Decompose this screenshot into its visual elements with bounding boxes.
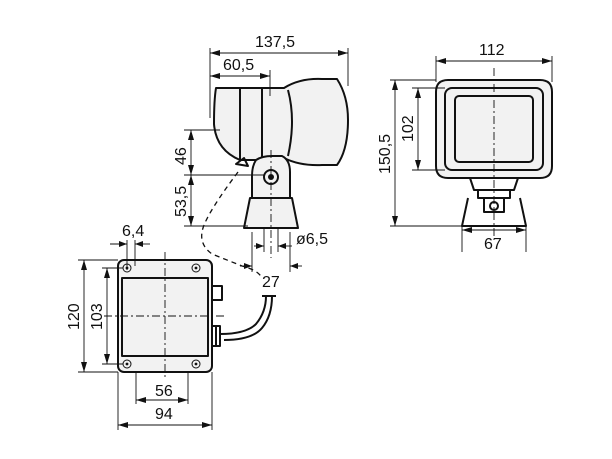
control-box-view [104, 252, 276, 380]
dim-box-total-height: 120 [66, 303, 83, 330]
dim-box-hole-offset: 6,4 [122, 223, 144, 240]
dim-box-total-width: 94 [155, 406, 173, 423]
side-lamp-housing [213, 77, 349, 167]
dim-mount-offset: 27 [262, 274, 280, 291]
box-cable [219, 295, 267, 335]
dim-front-lens-height: 102 [400, 115, 417, 142]
side-cable-path [201, 171, 263, 279]
dim-side-head-length: 60,5 [223, 57, 254, 74]
dim-box-hole-spacing-h: 56 [155, 383, 173, 400]
dim-front-base-width: 67 [484, 236, 502, 253]
side-base [243, 197, 299, 229]
front-dimensions: 112 102 150,5 67 [377, 42, 553, 253]
dim-side-lower-height: 53,5 [173, 186, 190, 217]
dim-mount-hole-diameter: ø6,5 [296, 231, 328, 248]
dim-side-total-length: 137,5 [255, 34, 295, 51]
dim-side-upper-height: 46 [173, 147, 190, 165]
box-dimensions: 6,4 120 103 56 94 [66, 223, 213, 430]
side-view [201, 77, 349, 279]
dim-box-hole-spacing-v: 103 [89, 303, 106, 330]
front-view [435, 68, 553, 240]
side-dimensions: 137,5 60,5 46 53,5 ø6,5 27 [173, 34, 349, 291]
dim-front-width: 112 [479, 42, 505, 59]
box-hole-tr [191, 263, 201, 273]
box-hole-br [191, 359, 201, 369]
dim-front-total-height: 150,5 [377, 134, 394, 174]
